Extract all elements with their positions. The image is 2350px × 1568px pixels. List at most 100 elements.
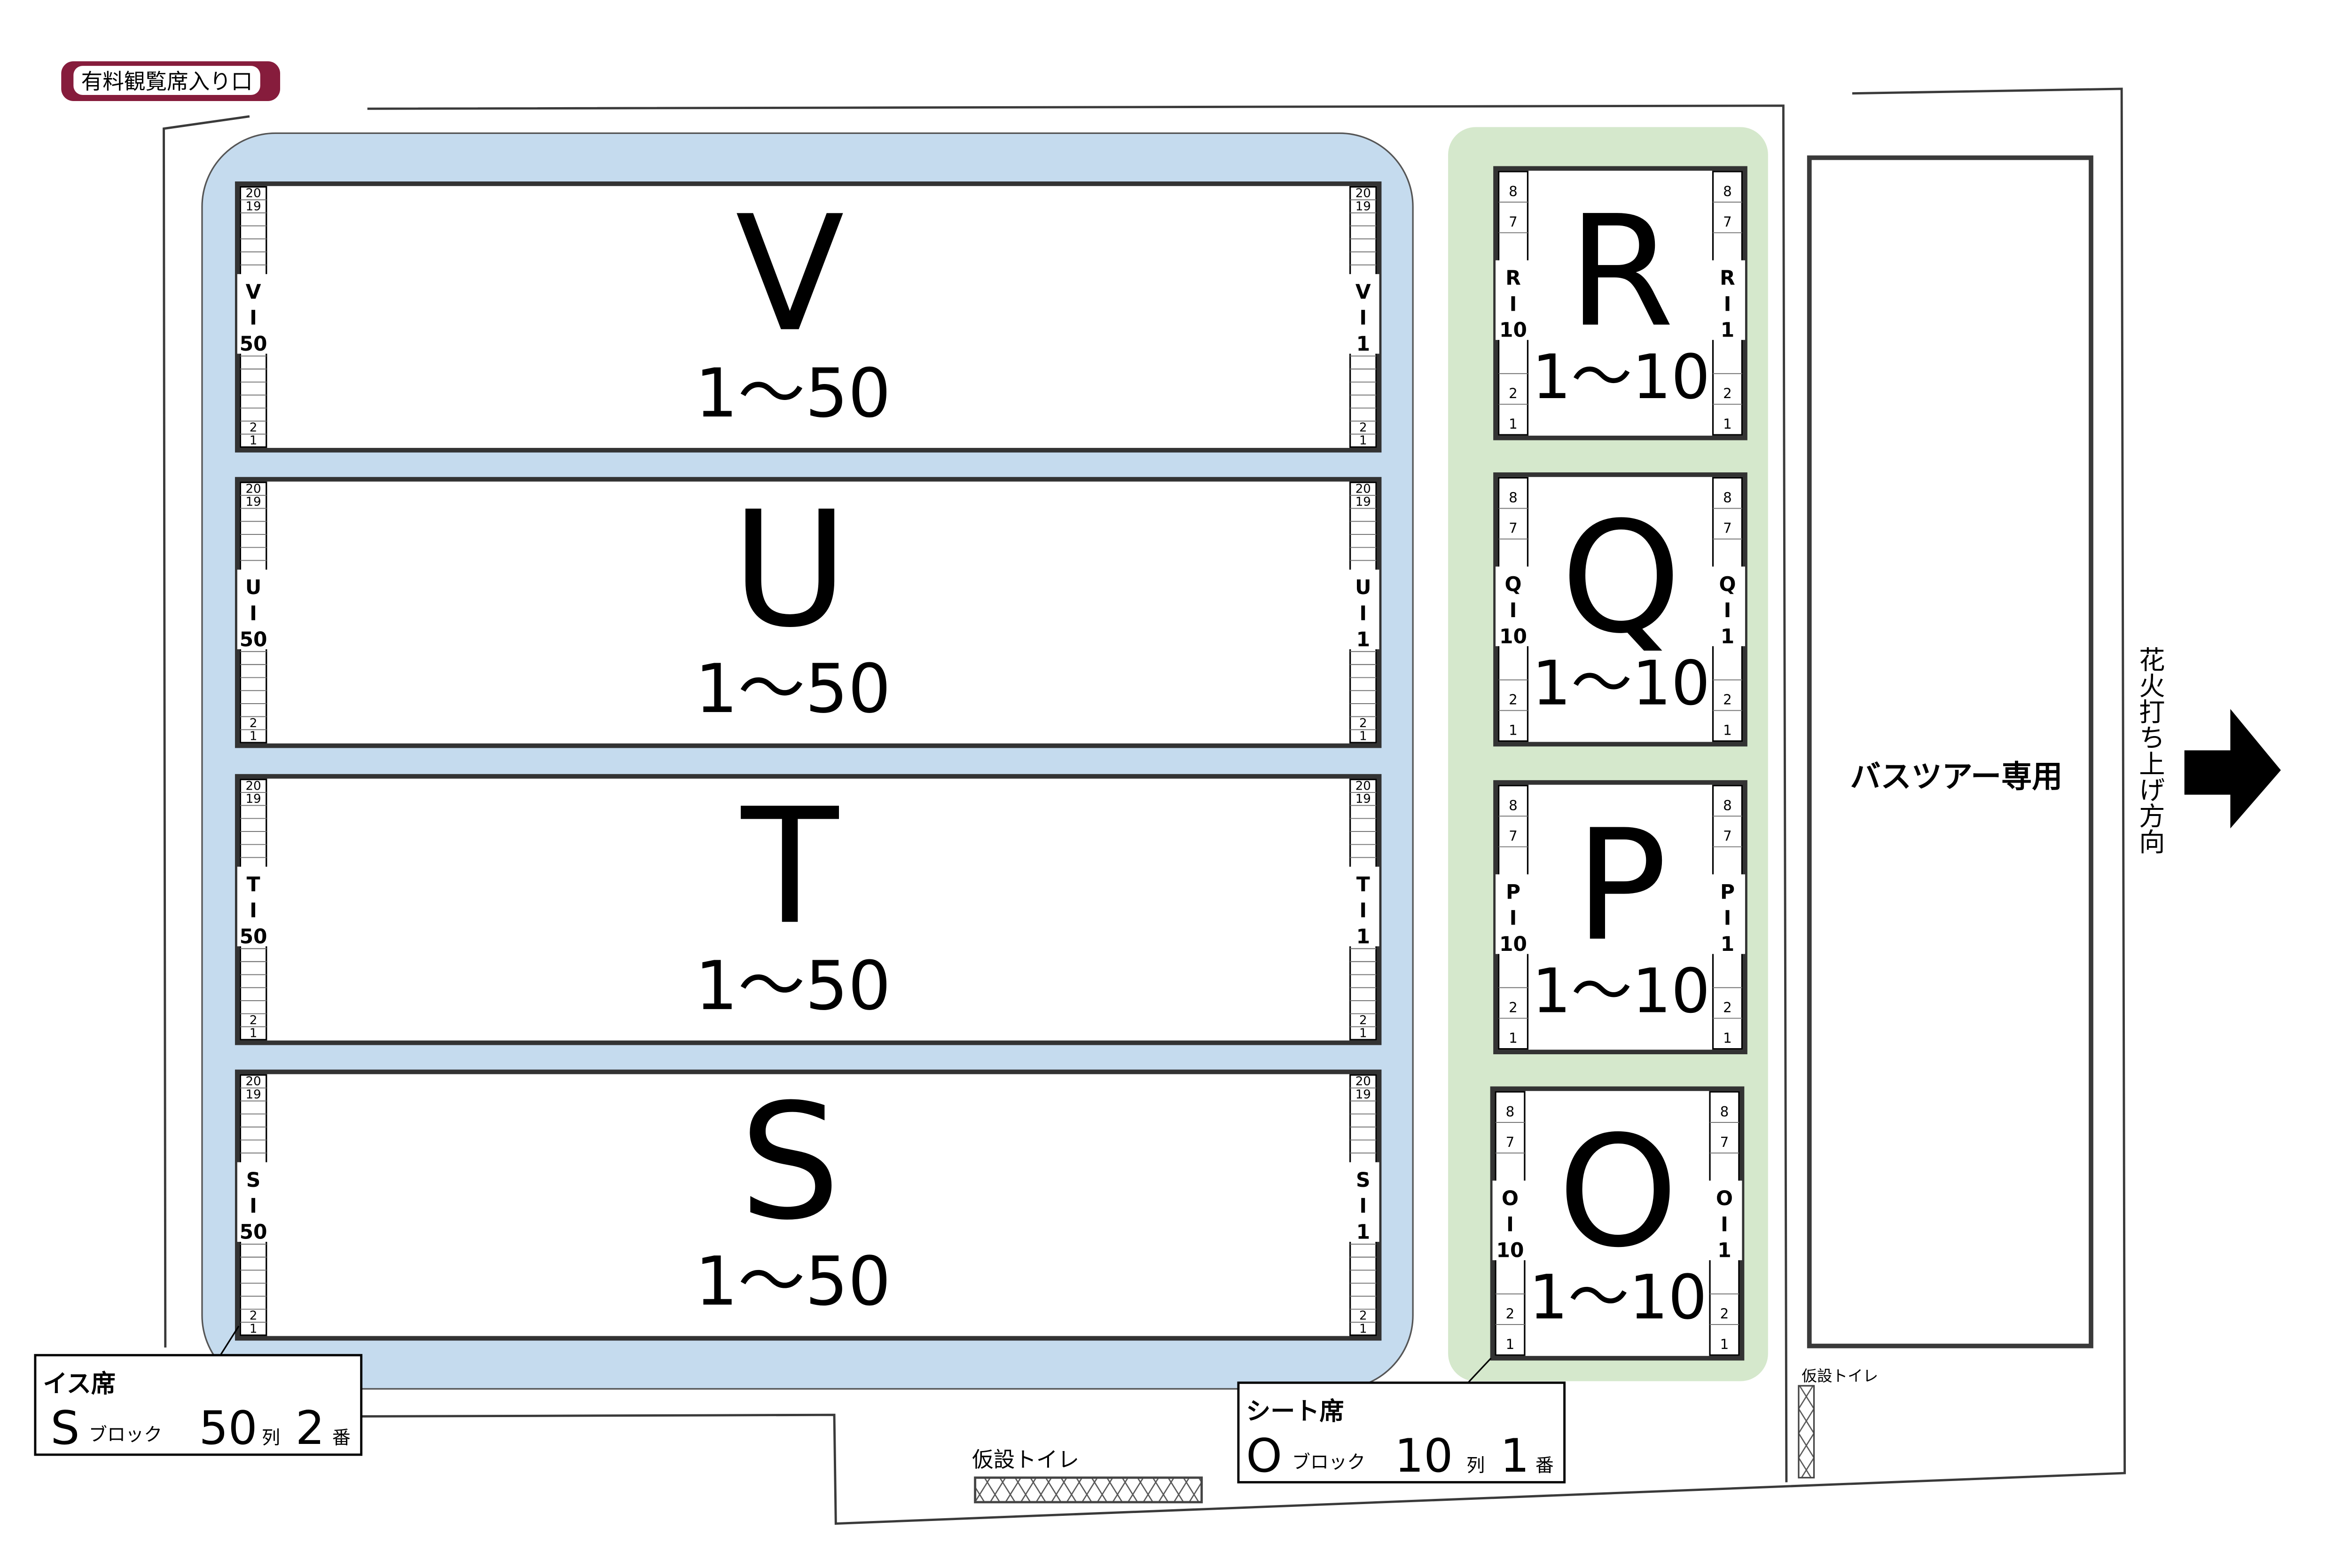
block-letter: U — [732, 477, 848, 662]
row-label: I — [1506, 1213, 1514, 1236]
seat-number: 19 — [245, 792, 261, 806]
legend-chair-row: 50 — [199, 1402, 257, 1455]
row-label: O — [1502, 1187, 1519, 1210]
row-label: 50 — [240, 332, 267, 355]
row-label: U — [245, 576, 261, 599]
seat-number: 2 — [250, 716, 258, 730]
seat-number: 2 — [1723, 692, 1732, 708]
row-label: P — [1720, 880, 1735, 903]
row-label: 1 — [1721, 319, 1734, 342]
sheet-seat-area — [1448, 127, 1768, 1381]
bus-area-label: バスツアー専用 — [1850, 760, 2062, 795]
legend-chair-title: イス席 — [43, 1370, 116, 1398]
toilet-label-small: 仮設トイレ — [1802, 1367, 1878, 1385]
seat-number: 2 — [250, 1309, 258, 1323]
block-range: 1〜10 — [1532, 955, 1710, 1027]
legend-chair-block-unit: ブロック — [89, 1425, 162, 1446]
row-label: 1 — [1356, 1221, 1370, 1244]
row-label: R — [1505, 267, 1521, 290]
block-letter: P — [1575, 797, 1667, 975]
entrance-badge: 有料観覧席入り口 — [61, 61, 281, 102]
legend-sheet-seat: 1 — [1500, 1429, 1529, 1483]
block-letter: Q — [1561, 489, 1681, 667]
temporary-toilet-small: 仮設トイレ — [1798, 1367, 1878, 1479]
row-label: I — [1510, 292, 1517, 315]
seat-number: 2 — [1723, 999, 1732, 1015]
seat-number: 19 — [245, 199, 261, 213]
seat-number: 1 — [250, 1027, 258, 1041]
row-label: U — [1355, 576, 1371, 599]
sheet-blocks: 8721RI108721RI1R1〜108721QI108721QI1Q1〜10… — [1490, 166, 1747, 1361]
legend-sheet-row: 10 — [1394, 1429, 1453, 1483]
legend-chair-seat: 2 — [296, 1402, 325, 1455]
seat-number: 7 — [1723, 828, 1732, 844]
seat-number: 1 — [1720, 1336, 1729, 1352]
row-label: 1 — [1717, 1239, 1731, 1262]
row-label: S — [246, 1168, 260, 1192]
toilet-small-icon — [1798, 1385, 1815, 1479]
block-letter: T — [739, 774, 841, 959]
row-label: 10 — [1496, 1239, 1524, 1262]
row-label: I — [250, 602, 257, 625]
seat-number: 1 — [1509, 722, 1518, 738]
seat-number: 2 — [1506, 1306, 1515, 1322]
seat-number: 2 — [1359, 1013, 1367, 1027]
seat-number: 1 — [1723, 416, 1732, 432]
row-label: Q — [1719, 573, 1736, 596]
seat-number: 1 — [1359, 1322, 1367, 1336]
row-label: 1 — [1356, 628, 1370, 651]
row-label: I — [1359, 306, 1367, 329]
seat-number: 2 — [250, 421, 258, 435]
seat-number: 2 — [1359, 1309, 1367, 1323]
row-label: T — [247, 873, 260, 896]
seat-number: 7 — [1509, 214, 1518, 230]
legend-sheet-seat-unit: 番 — [1535, 1455, 1554, 1476]
seat-number: 7 — [1509, 520, 1518, 536]
seat-number: 8 — [1509, 183, 1518, 199]
row-label: V — [1355, 280, 1371, 303]
row-label: I — [1724, 292, 1731, 315]
block-range: 1〜50 — [695, 1242, 891, 1321]
row-label: 50 — [240, 925, 267, 948]
seat-number: 19 — [1355, 792, 1371, 806]
seat-number: 1 — [1359, 1027, 1367, 1041]
row-label: 50 — [240, 628, 267, 651]
seat-number: 8 — [1509, 797, 1518, 813]
legend-sheet-title: シート席 — [1246, 1397, 1344, 1426]
seat-number: 20 — [1355, 187, 1371, 201]
row-label: 1 — [1356, 332, 1370, 355]
row-label: I — [1510, 599, 1517, 622]
row-label: R — [1720, 267, 1735, 290]
row-label: O — [1716, 1187, 1733, 1210]
seat-number: 2 — [1720, 1306, 1729, 1322]
row-label: I — [250, 899, 257, 922]
seat-number: 8 — [1509, 490, 1518, 506]
seat-number: 1 — [1723, 1030, 1732, 1046]
toilet-icon — [974, 1476, 1203, 1504]
block-range: 1〜50 — [695, 650, 891, 728]
seat-number: 20 — [245, 482, 261, 496]
seat-number: 20 — [245, 1074, 261, 1089]
seat-number: 19 — [1355, 1088, 1371, 1102]
block-letter: S — [739, 1070, 840, 1255]
seat-number: 2 — [1509, 999, 1518, 1015]
row-label: I — [250, 1194, 257, 1217]
toilet-label: 仮設トイレ — [972, 1447, 1079, 1472]
seat-number: 7 — [1720, 1134, 1729, 1150]
seat-number: 2 — [1359, 421, 1367, 435]
legend-chair-seat-unit: 番 — [332, 1427, 351, 1449]
